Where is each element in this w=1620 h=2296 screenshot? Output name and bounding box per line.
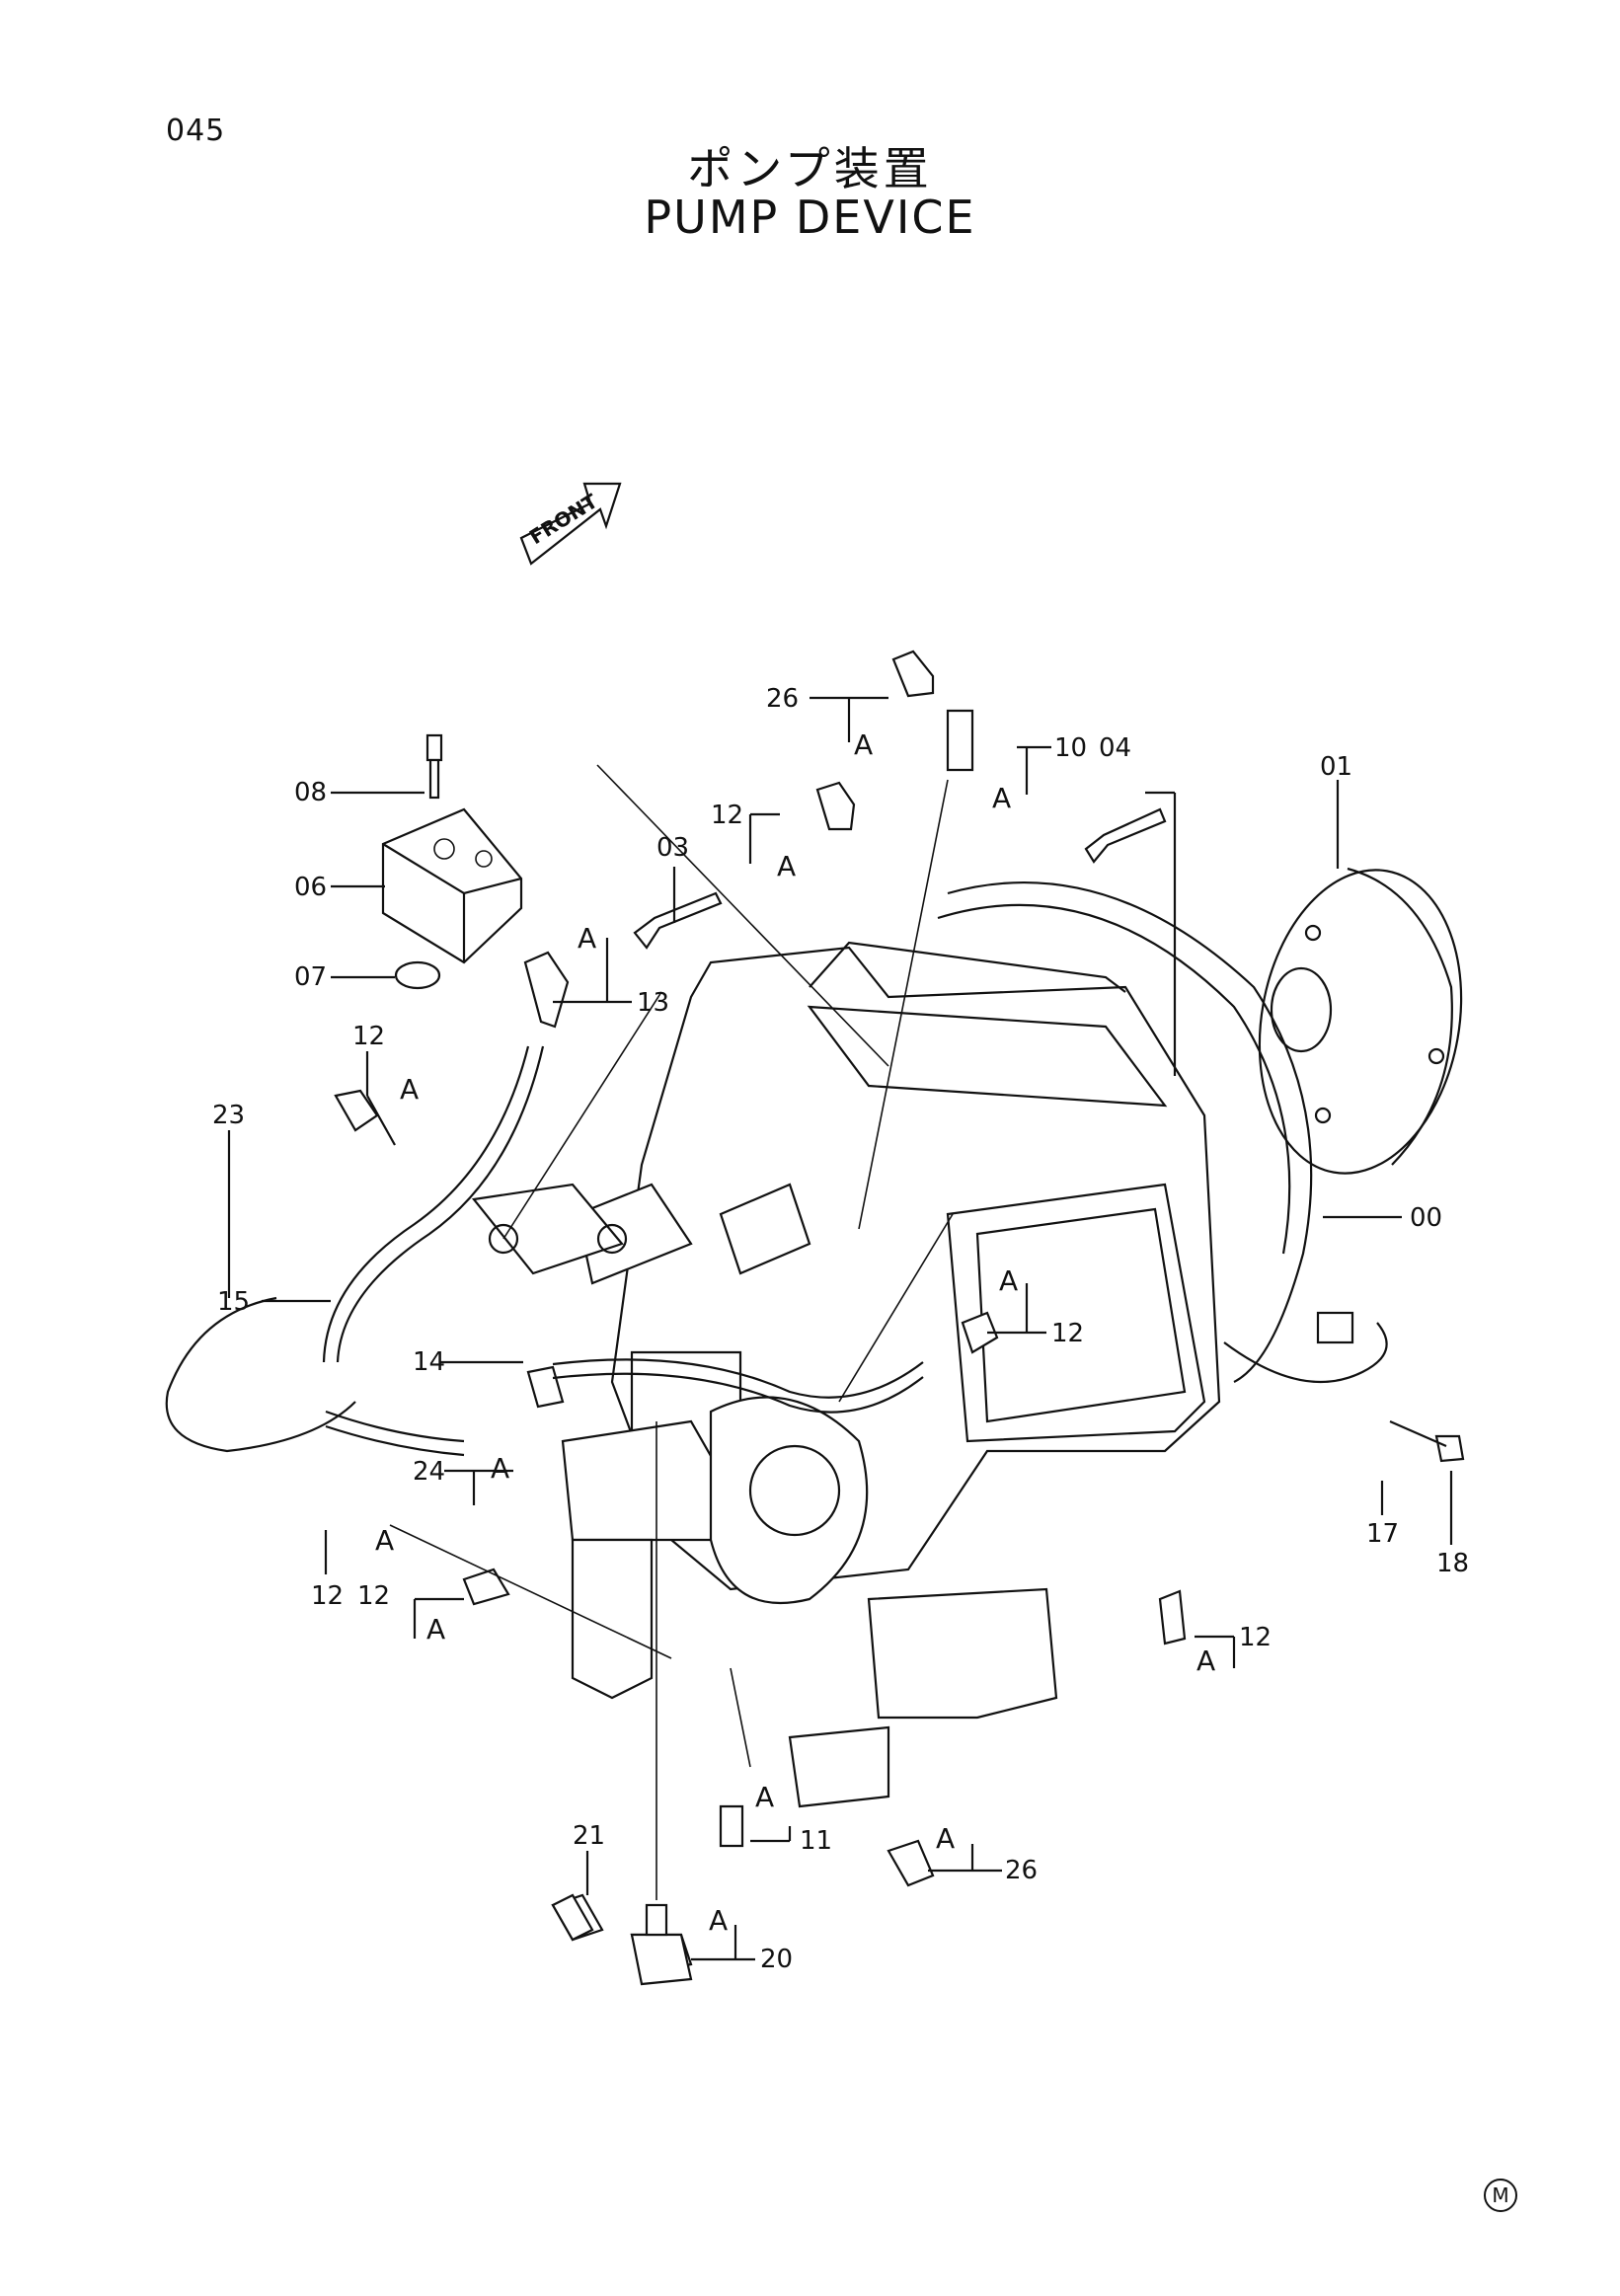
callout-26: 26 (1005, 1856, 1038, 1885)
callout-17: 17 (1366, 1519, 1399, 1549)
seal-flag: A (400, 1073, 419, 1106)
callout-12: 12 (1239, 1623, 1272, 1652)
callout-07: 07 (294, 962, 327, 992)
page-number: 045 (166, 114, 226, 148)
front-direction-arrow: FRONT (519, 482, 622, 566)
seal-flag: A (777, 850, 796, 882)
callout-labels: 26 10 04 01 08 12 03 06 07 13 12 23 00 1… (212, 684, 1469, 1974)
seal-flags: A A A A A A A A A A A A A (375, 728, 1215, 1937)
callout-23: 23 (212, 1101, 245, 1130)
callout-12: 12 (1051, 1319, 1084, 1348)
leader-lines (227, 696, 1453, 1961)
callout-08: 08 (294, 778, 327, 807)
seal-flag: A (426, 1613, 445, 1645)
front-label: FRONT (525, 489, 602, 549)
callout-26: 26 (766, 684, 799, 714)
callout-20: 20 (760, 1945, 793, 1974)
callout-14: 14 (413, 1347, 445, 1377)
pressure-switches (551, 1893, 693, 1986)
seal-flag: A (999, 1264, 1018, 1297)
seal-flag: A (1196, 1645, 1215, 1677)
callout-10: 10 (1054, 733, 1087, 763)
seal-flag: A (375, 1524, 394, 1557)
callout-21: 21 (573, 1821, 605, 1851)
hoses (165, 1045, 1388, 1457)
seal-flag: A (854, 728, 873, 761)
o-ring (394, 960, 441, 990)
callout-01: 01 (1320, 752, 1352, 782)
title-japanese: ポンプ装置 (687, 142, 933, 195)
cap-bolt (425, 733, 443, 800)
callout-12: 12 (711, 801, 743, 830)
seal-flag: A (992, 782, 1011, 814)
callout-18: 18 (1436, 1549, 1469, 1578)
bolts (633, 807, 1465, 1463)
seal-flag: A (578, 922, 596, 955)
title-english: PUMP DEVICE (644, 191, 976, 244)
callout-04: 04 (1099, 733, 1131, 763)
callout-12: 12 (311, 1581, 344, 1611)
callout-24: 24 (413, 1457, 445, 1487)
coupling-disc (1258, 867, 1463, 1175)
callout-12: 12 (352, 1022, 385, 1051)
seal-flag: A (936, 1822, 955, 1855)
callout-13: 13 (637, 988, 669, 1018)
callout-12: 12 (357, 1581, 390, 1611)
callout-03: 03 (656, 833, 689, 863)
callout-11: 11 (800, 1826, 832, 1856)
callout-06: 06 (294, 873, 327, 902)
pump-housing (471, 881, 1313, 1808)
corner-mark: M (1484, 2179, 1517, 2212)
seal-flag: A (709, 1904, 728, 1937)
seal-flag: A (755, 1781, 774, 1813)
valve-block (381, 807, 523, 964)
callout-15: 15 (217, 1287, 250, 1317)
seal-flag: A (491, 1452, 509, 1485)
callout-00: 00 (1410, 1203, 1442, 1233)
